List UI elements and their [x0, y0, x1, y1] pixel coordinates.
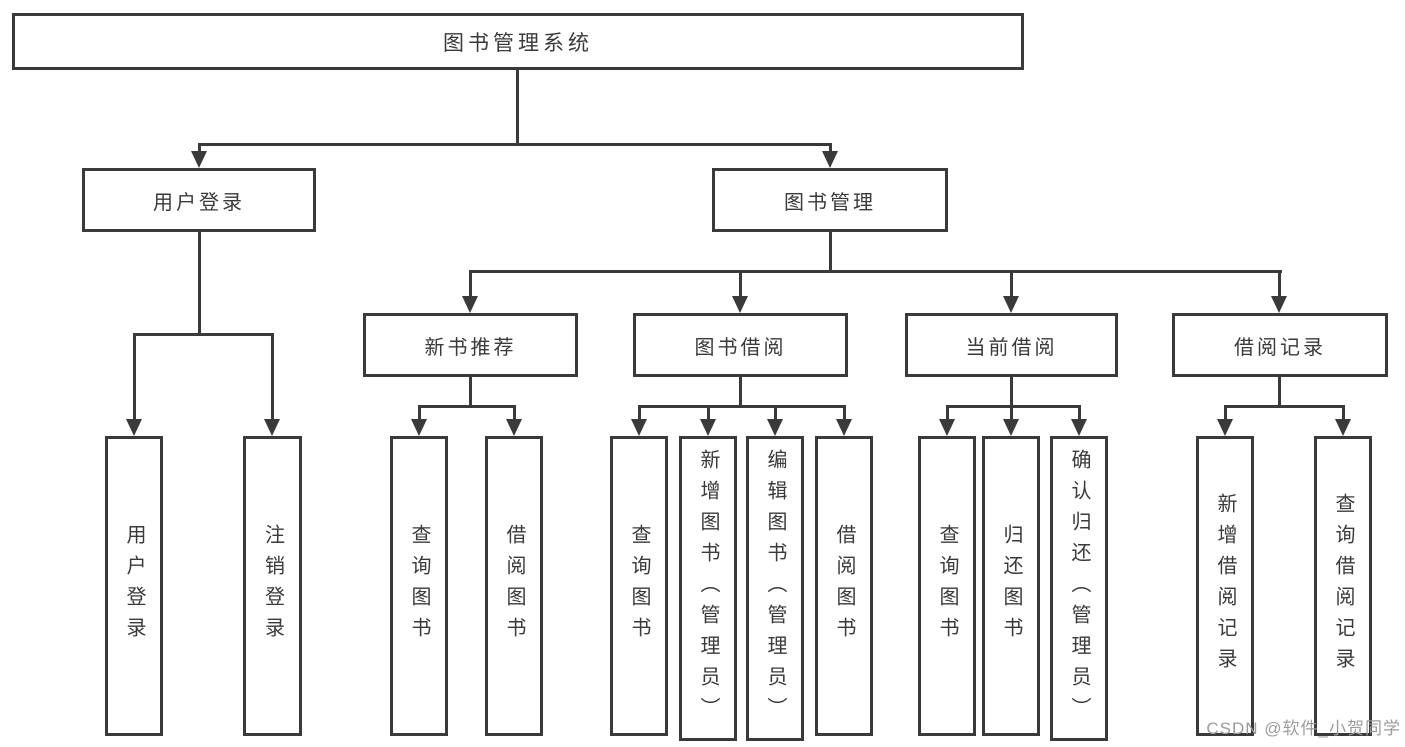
arrowhead-icon: [767, 419, 783, 436]
csdn-watermark: CSDN @软件_小贺同学: [1206, 719, 1401, 738]
connector-line: [1223, 406, 1227, 420]
node-label: 图书借阅: [694, 336, 787, 359]
node-label: 确认归还（管理员）: [1068, 449, 1090, 728]
node-label: 新书推荐: [424, 336, 517, 359]
leaf-borrow-books-recommend: 借阅图书: [485, 436, 543, 736]
connector-line: [945, 404, 1081, 408]
arrowhead-icon: [939, 419, 955, 436]
leaf-confirm-return-admin: 确认归还（管理员）: [1050, 436, 1108, 741]
arrowhead-icon: [1003, 296, 1019, 313]
arrowhead-icon: [411, 419, 427, 436]
connector-line: [132, 332, 274, 336]
leaf-add-borrow-record: 新增借阅记录: [1196, 436, 1254, 736]
leaf-query-borrow-record: 查询借阅记录: [1314, 436, 1372, 736]
connector-line: [828, 232, 832, 273]
connector-line: [197, 232, 201, 336]
arrowhead-icon: [1071, 419, 1087, 436]
connector-line: [706, 406, 710, 420]
arrowhead-icon: [1217, 419, 1233, 436]
leaf-logout: 注销登录: [243, 436, 302, 736]
leaf-query-books-recommend: 查询图书: [390, 436, 448, 736]
arrowhead-icon: [700, 419, 716, 436]
node-label: 借阅记录: [1234, 336, 1326, 359]
connector-line: [270, 334, 274, 420]
arrowhead-icon: [836, 419, 852, 436]
node-label: 图书管理: [784, 191, 876, 214]
arrowhead-icon: [264, 419, 280, 436]
node-label: 当前借阅: [965, 336, 1058, 359]
connector-line: [417, 406, 421, 420]
connector-line: [1009, 271, 1013, 297]
arrowhead-icon: [1271, 296, 1287, 313]
node-user-login: 用户登录: [82, 168, 316, 232]
node-label: 查询图书: [408, 524, 430, 648]
connector-line: [842, 406, 846, 420]
arrowhead-icon: [822, 151, 838, 168]
node-label: 注销登录: [261, 524, 284, 648]
node-label: 图书管理系统: [443, 31, 593, 55]
leaf-query-books-current: 查询图书: [918, 436, 976, 736]
node-book-management: 图书管理: [712, 168, 948, 232]
node-label: 查询借阅记录: [1332, 493, 1354, 679]
leaf-edit-book-admin: 编辑图书（管理员）: [746, 436, 804, 741]
node-label: 查询图书: [936, 524, 958, 648]
leaf-return-books: 归还图书: [982, 436, 1040, 736]
connector-line: [197, 144, 201, 152]
connector-line: [773, 406, 777, 420]
node-borrowing-records: 借阅记录: [1172, 313, 1388, 377]
connector-line: [1009, 377, 1013, 408]
connector-line: [197, 142, 832, 146]
connector-line: [417, 404, 516, 408]
arrowhead-icon: [462, 296, 478, 313]
leaf-add-book-admin: 新增图书（管理员）: [679, 436, 737, 741]
leaf-borrow-books: 借阅图书: [815, 436, 873, 736]
connector-line: [828, 144, 832, 152]
arrowhead-icon: [631, 419, 647, 436]
node-label: 借阅图书: [833, 524, 855, 648]
connector-line: [738, 271, 742, 297]
arrowhead-icon: [506, 419, 522, 436]
node-label: 新增借阅记录: [1214, 493, 1236, 679]
node-label: 新增图书（管理员）: [697, 449, 719, 728]
node-new-book-recommend: 新书推荐: [363, 313, 578, 377]
node-label: 借阅图书: [503, 524, 525, 648]
connector-line: [1077, 406, 1081, 420]
connector-line: [1223, 404, 1345, 408]
connector-line: [637, 404, 846, 408]
connector-line: [1341, 406, 1345, 420]
connector-line: [512, 406, 516, 420]
arrowhead-icon: [1335, 419, 1351, 436]
connector-line: [132, 334, 136, 420]
connector-line: [515, 70, 519, 146]
connector-line: [1277, 271, 1281, 297]
connector-line: [1009, 406, 1013, 420]
connector-line: [637, 406, 641, 420]
leaf-query-books-borrow: 查询图书: [610, 436, 668, 736]
node-label: 编辑图书（管理员）: [764, 449, 786, 728]
arrowhead-icon: [191, 151, 207, 168]
arrowhead-icon: [732, 296, 748, 313]
connector-line: [1277, 377, 1281, 408]
node-label: 用户登录: [123, 524, 145, 648]
leaf-user-login: 用户登录: [105, 436, 163, 736]
connector-line: [468, 269, 1282, 273]
node-book-borrowing: 图书借阅: [633, 313, 848, 377]
node-label: 用户登录: [153, 191, 245, 214]
node-label: 查询图书: [628, 524, 650, 648]
connector-line: [468, 377, 472, 408]
arrowhead-icon: [1003, 419, 1019, 436]
connector-line: [468, 271, 472, 297]
connector-line: [945, 406, 949, 420]
node-current-borrowing: 当前借阅: [905, 313, 1118, 377]
arrowhead-icon: [126, 419, 142, 436]
connector-line: [738, 377, 742, 408]
node-label: 归还图书: [1000, 524, 1022, 648]
node-root-library-system: 图书管理系统: [12, 13, 1024, 70]
